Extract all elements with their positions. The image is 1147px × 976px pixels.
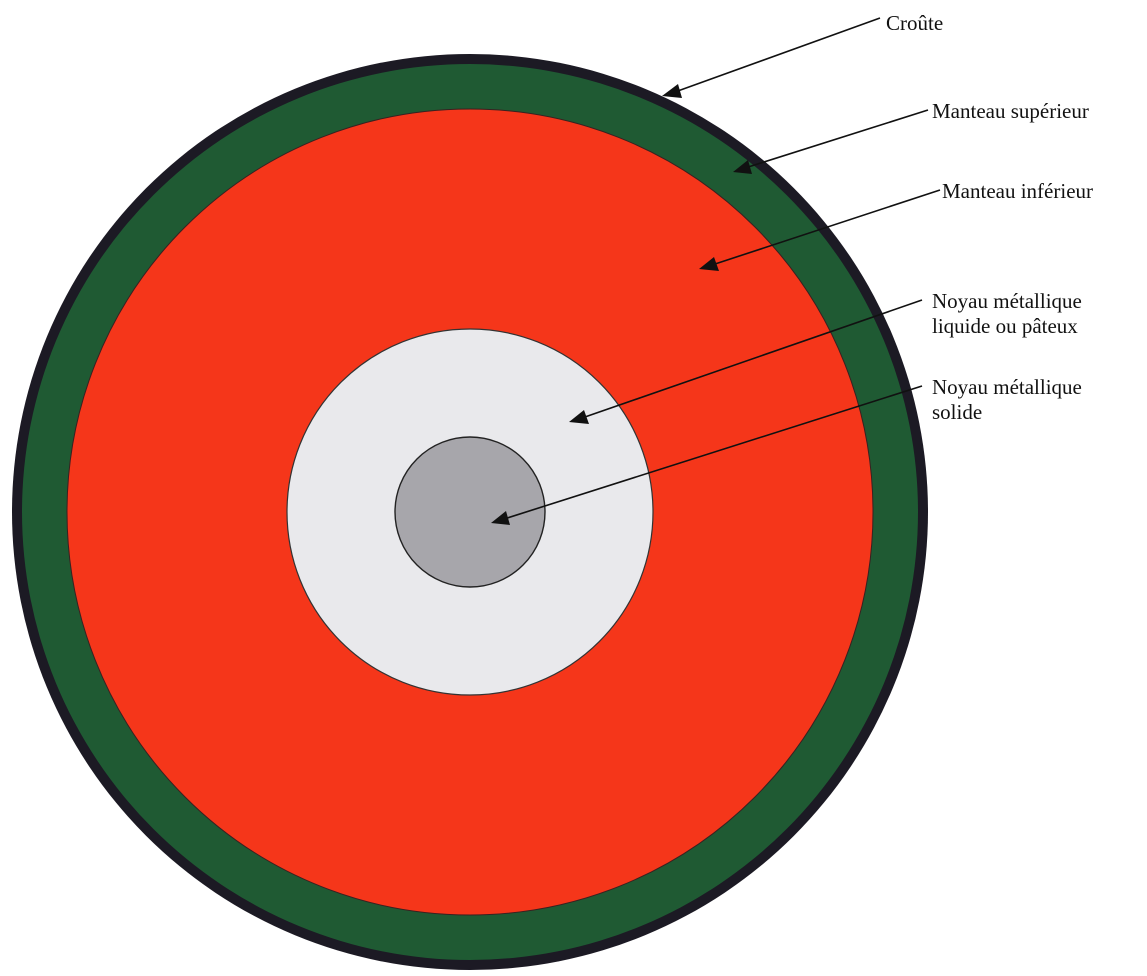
label-upper-mantle-line-1: Manteau supérieur [932,99,1089,123]
label-outer-core-line-1: Noyau métallique [932,289,1082,313]
label-crust: Croûte [886,11,943,35]
label-outer-core-line-2: liquide ou pâteux [932,314,1078,338]
label-crust-line-1: Croûte [886,11,943,35]
label-inner-core-line-1: Noyau métallique [932,375,1082,399]
inner-core-layer [395,437,545,587]
label-upper-mantle: Manteau supérieur [932,99,1089,123]
label-inner-core-line-2: solide [932,400,982,424]
label-lower-mantle-line-1: Manteau inférieur [942,179,1093,203]
label-lower-mantle: Manteau inférieur [942,179,1093,203]
label-inner-core: Noyau métallique solide [932,375,1087,424]
label-outer-core: Noyau métallique liquide ou pâteux [932,289,1087,338]
crust-leader [662,18,880,98]
